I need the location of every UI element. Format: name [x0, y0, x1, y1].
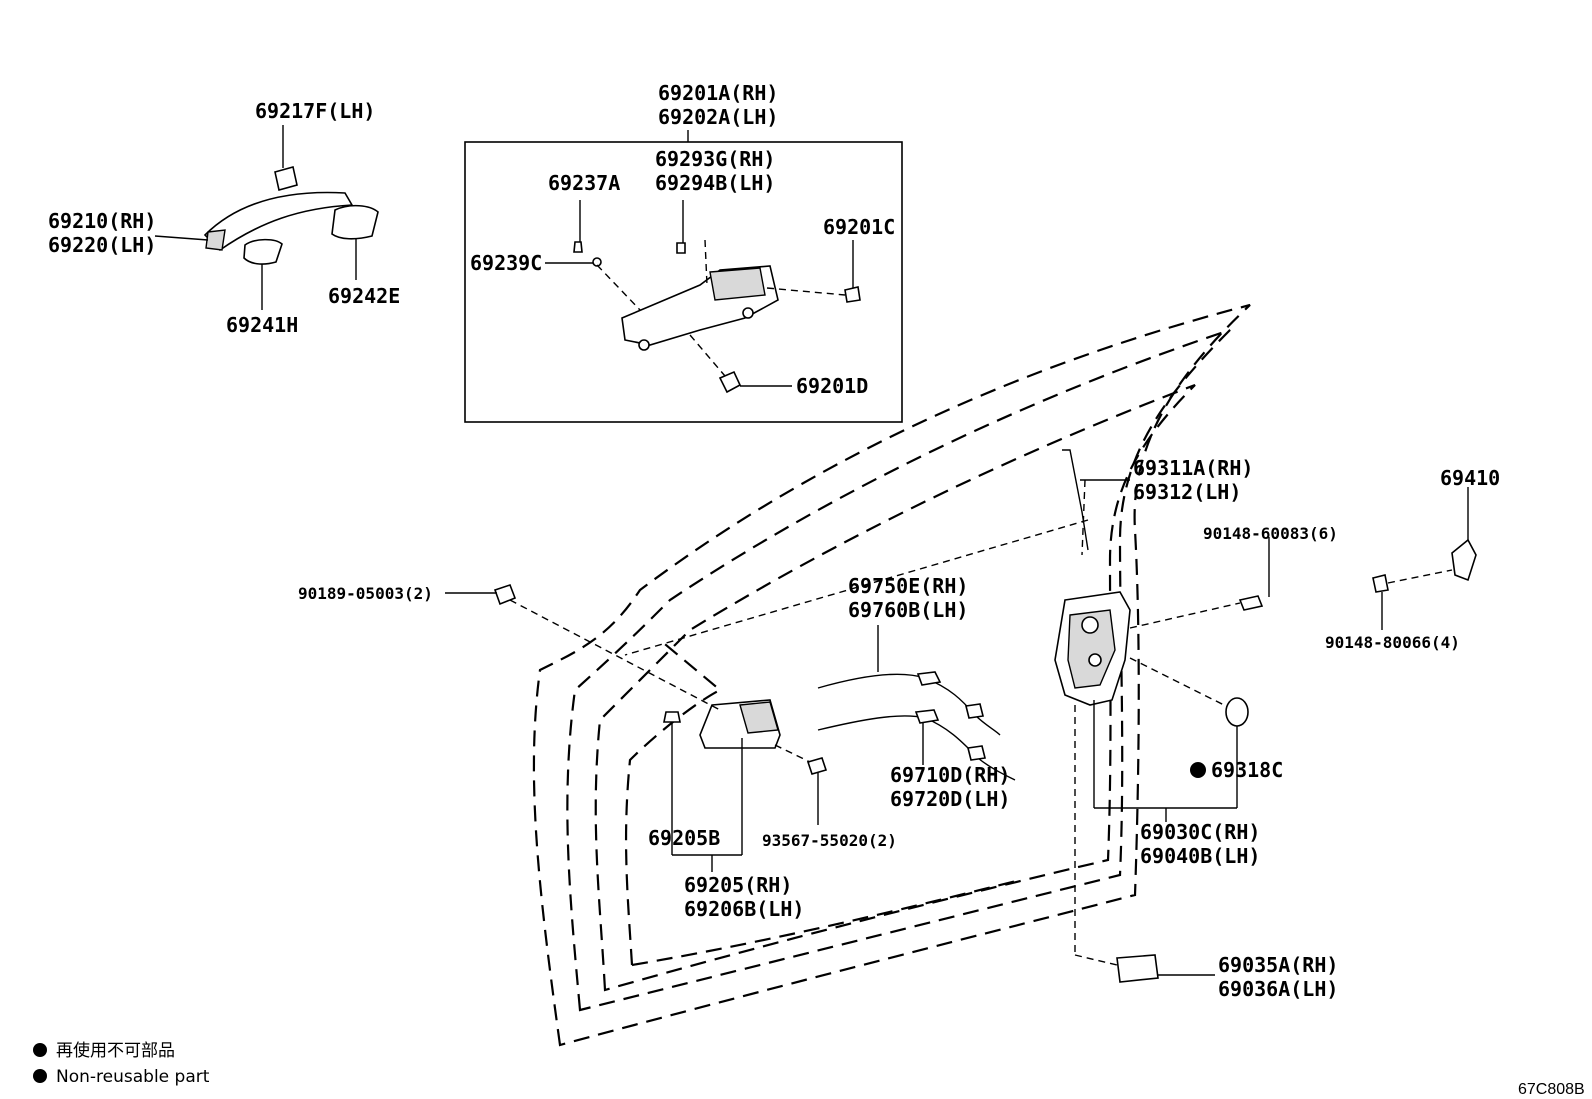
door-lock-assembly: [624, 449, 1264, 983]
label-69241H: 69241H: [226, 313, 298, 337]
label-69030C: 69030C(RH): [1140, 820, 1260, 844]
label-69205: 69205(RH): [684, 873, 792, 897]
label-69036A: 69036A(LH): [1218, 977, 1338, 1001]
label-69202A: 69202A(LH): [658, 105, 778, 129]
label-69239C: 69239C: [470, 251, 542, 275]
label-69410: 69410: [1440, 466, 1500, 490]
non-reusable-marker: [1190, 762, 1206, 778]
inside-handle-assembly: [493, 583, 828, 775]
label-69220: 69220(LH): [48, 233, 156, 257]
handle-part: [203, 191, 354, 252]
legend-bullet-ja: [33, 1043, 47, 1057]
label-69750E: 69750E(RH): [848, 574, 968, 598]
label-69040B: 69040B(LH): [1140, 844, 1260, 868]
label-69710D: 69710D(RH): [890, 763, 1010, 787]
frame-assembly-box: [464, 141, 903, 423]
label-69242E: 69242E: [328, 284, 400, 308]
label-90189-05003: 90189-05003(2): [298, 584, 433, 603]
label-69217F: 69217F(LH): [255, 99, 375, 123]
label-69201C: 69201C: [823, 215, 895, 239]
screw-inside-part: [806, 757, 828, 775]
cable-assembly: [817, 671, 1016, 781]
clip-upper-part: [493, 583, 517, 606]
pin-part: [592, 257, 602, 267]
legend-bullet-en: [33, 1069, 47, 1083]
pad-rear-part: [331, 204, 379, 240]
label-69210: 69210(RH): [48, 209, 156, 233]
bolt-part: [718, 370, 742, 394]
clip-part: [573, 241, 583, 253]
screw-lock-part: [1238, 595, 1264, 611]
legend-text-en: Non-reusable part: [56, 1067, 210, 1087]
label-69237A: 69237A: [548, 171, 620, 195]
striker-part: [1451, 538, 1477, 582]
label-69035A: 69035A(RH): [1218, 953, 1338, 977]
label-69294B: 69294B(LH): [655, 171, 775, 195]
striker-assembly: [1372, 538, 1477, 593]
label-69205B: 69205B: [648, 826, 720, 850]
label-69318C: 69318C: [1211, 758, 1283, 782]
label-69312: 69312(LH): [1133, 480, 1241, 504]
label-69206B: 69206B(LH): [684, 897, 804, 921]
door-outline: [532, 303, 1251, 1047]
label-69720D: 69720D(LH): [890, 787, 1010, 811]
pad-front-part: [243, 238, 283, 265]
cover-inside-part: [663, 711, 681, 723]
outside-handle-assembly: [203, 166, 379, 265]
leader-lines: [154, 125, 1469, 976]
legend: 再使用不可部品 Non-reusable part: [33, 1040, 210, 1087]
label-90148-80066: 90148-80066(4): [1325, 633, 1460, 652]
lock-cover-part: [1116, 954, 1159, 983]
label-90148-60083: 90148-60083(6): [1203, 524, 1338, 543]
label-93567-55020: 93567-55020(2): [762, 831, 897, 850]
part-labels: 69217F(LH) 69210(RH) 69220(LH) 69242E 69…: [48, 81, 1500, 1001]
seal-part: [1225, 697, 1249, 727]
label-69293G: 69293G(RH): [655, 147, 775, 171]
screw-part: [844, 286, 861, 303]
legend-text-ja: 再使用不可部品: [56, 1040, 175, 1061]
label-69760B: 69760B(LH): [848, 598, 968, 622]
handle-cap-part: [274, 166, 298, 191]
figure-code: 67C808B: [1518, 1081, 1585, 1098]
label-69201D: 69201D: [796, 374, 868, 398]
label-69311A: 69311A(RH): [1133, 456, 1253, 480]
frame-assembly: [573, 239, 861, 394]
label-69201A: 69201A(RH): [658, 81, 778, 105]
striker-screw-part: [1372, 574, 1389, 593]
cover-part: [676, 242, 686, 254]
